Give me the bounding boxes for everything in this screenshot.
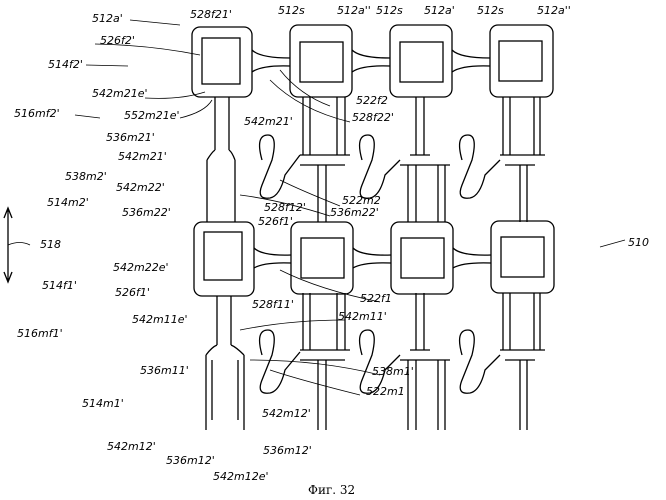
- device-526f1: [204, 232, 242, 280]
- label-512a-dprime: 512a'': [337, 4, 371, 17]
- label-518: 518: [40, 238, 61, 251]
- label-522m1: 522m1: [366, 385, 405, 398]
- label-526f1: 526f1': [115, 286, 150, 299]
- label-514f1: 514f1': [42, 279, 77, 292]
- label-512s: 512s: [278, 4, 305, 17]
- label-536m11: 536m11': [140, 364, 189, 377]
- window: [300, 42, 343, 82]
- label-542m21: 542m21': [118, 150, 167, 163]
- label-536m21: 536m21': [106, 131, 155, 144]
- label-512s: 512s: [376, 4, 403, 17]
- label-522f1: 522f1: [360, 292, 392, 305]
- label-528f11: 528f11': [252, 298, 294, 311]
- label-512a-prime: 512a': [92, 12, 123, 25]
- label-536m22: 536m22': [330, 206, 379, 219]
- label-536m12: 536m12': [166, 454, 215, 467]
- label-542m21e: 542m21e': [92, 87, 148, 100]
- label-542m22: 542m22': [116, 181, 165, 194]
- strut-536m11: [206, 296, 244, 430]
- reference-arrow-icon: [600, 240, 625, 247]
- window: [401, 238, 444, 278]
- label-542m12: 542m12': [107, 440, 156, 453]
- label-526f2: 526f2': [100, 34, 135, 47]
- label-510: 510: [628, 236, 649, 249]
- label-528f22: 528f22': [352, 111, 394, 124]
- label-542m12: 542m12': [262, 407, 311, 420]
- window: [499, 41, 542, 81]
- label-542m11e: 542m11e': [132, 313, 188, 326]
- label-512s: 512s: [477, 4, 504, 17]
- label-512a-dprime: 512a'': [537, 4, 571, 17]
- label-538m1: 538m1': [372, 365, 414, 378]
- label-552m21e: 552m21e': [124, 109, 180, 122]
- label-542m11: 542m11': [338, 310, 387, 323]
- strut-536m21: [207, 97, 235, 222]
- label-514f2: 514f2': [48, 58, 83, 71]
- label-536m12: 536m12': [263, 444, 312, 457]
- label-542m22e: 542m22e': [113, 261, 169, 274]
- label-528f12: 528f12': [264, 201, 306, 214]
- window: [301, 238, 344, 278]
- label-522f2: 522f2: [356, 94, 388, 107]
- label-542m12e: 542m12e': [213, 470, 269, 483]
- window: [501, 237, 544, 277]
- label-512a-prime: 512a': [424, 4, 455, 17]
- label-514m1: 514m1': [82, 397, 124, 410]
- label-542m21: 542m21': [244, 115, 293, 128]
- label-516mf2: 516mf2': [14, 107, 60, 120]
- label-538m2: 538m2': [65, 170, 107, 183]
- figure-caption: Фиг. 32: [308, 483, 355, 497]
- cell-f1-left: [194, 222, 254, 296]
- label-514m2: 514m2': [47, 196, 89, 209]
- label-536m22: 536m22': [122, 206, 171, 219]
- label-516mf1: 516mf1': [17, 327, 63, 340]
- label-526f1: 526f1': [258, 215, 293, 228]
- window: [400, 42, 443, 82]
- label-528f21: 528f21': [190, 8, 232, 21]
- device-526f2: [202, 38, 240, 84]
